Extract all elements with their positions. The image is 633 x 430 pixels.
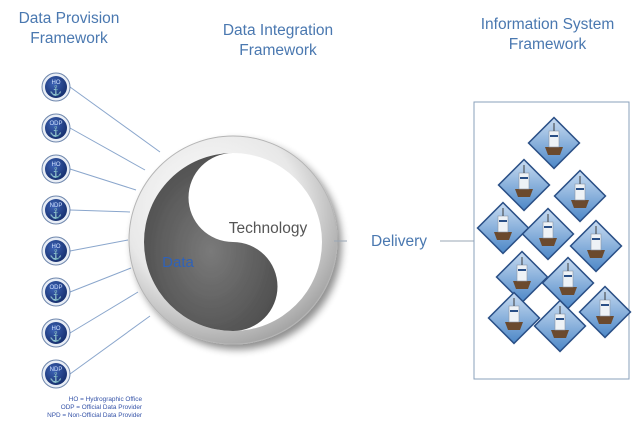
ship-icon bbox=[487, 291, 541, 345]
ship-icon bbox=[521, 207, 575, 261]
legend-item: NPD = Non-Official Data Provider bbox=[47, 412, 142, 420]
connector-line bbox=[69, 209, 131, 213]
provider-code-label: HO bbox=[52, 326, 61, 332]
anchor-icon: ⚓ bbox=[50, 248, 62, 261]
connector-lines bbox=[69, 86, 161, 375]
ship-icon bbox=[495, 250, 549, 304]
provider-node-odp: ODP⚓ bbox=[41, 113, 71, 143]
delivery-label: Delivery bbox=[371, 233, 427, 250]
connector-line bbox=[69, 315, 151, 375]
yin-yang-sphere bbox=[128, 135, 338, 345]
provider-code-label: NDP bbox=[50, 367, 63, 373]
ship-icon bbox=[569, 219, 623, 273]
information-system-heading: Information System Framework bbox=[462, 15, 633, 55]
legend-item: HO = Hydrographic Office bbox=[68, 396, 142, 403]
heading-line: Framework bbox=[30, 30, 108, 47]
data-integration-heading: Data Integration Framework bbox=[198, 21, 358, 61]
connector-line bbox=[69, 168, 137, 191]
data-half bbox=[144, 153, 278, 331]
ship-icon bbox=[527, 116, 581, 170]
anchor-icon: ⚓ bbox=[50, 330, 62, 343]
legend: HO = Hydrographic Office ODP = Official … bbox=[2, 396, 142, 421]
provider-node-ho: HO⚓ bbox=[41, 72, 71, 102]
connector-line bbox=[69, 239, 129, 252]
provider-code-label: HO bbox=[52, 80, 61, 86]
provider-node-ho: HO⚓ bbox=[41, 236, 71, 266]
ship-tiles bbox=[476, 116, 632, 353]
provider-node-ndp: NDP⚓ bbox=[41, 359, 71, 389]
ship-icon bbox=[533, 299, 587, 353]
anchor-icon: ⚓ bbox=[50, 125, 62, 138]
connector-line bbox=[69, 267, 132, 293]
heading-line: Framework bbox=[508, 36, 587, 53]
provider-code-label: NDP bbox=[50, 203, 63, 209]
provider-code-label: HO bbox=[52, 244, 61, 250]
ship-icon bbox=[541, 256, 595, 310]
connector-line bbox=[69, 86, 161, 153]
anchor-icon: ⚓ bbox=[50, 84, 62, 97]
provider-node-ho: HO⚓ bbox=[41, 318, 71, 348]
provider-code-label: ODP bbox=[49, 121, 62, 127]
ship-icon bbox=[497, 158, 551, 212]
ship-icon bbox=[578, 285, 632, 339]
legend-item: ODP = Official Data Provider bbox=[60, 404, 142, 412]
ship-icon bbox=[553, 169, 607, 223]
provider-code-label: ODP bbox=[49, 285, 62, 291]
heading-line: Data Integration bbox=[222, 22, 334, 39]
provider-node-ndp: NDP⚓ bbox=[41, 195, 71, 225]
anchor-icon: ⚓ bbox=[50, 207, 62, 220]
provider-code-label: HO bbox=[52, 162, 61, 168]
provider-node-odp: ODP⚓ bbox=[41, 277, 71, 307]
heading-line: Framework bbox=[239, 42, 317, 59]
heading-line: Data Provision bbox=[18, 10, 120, 27]
data-provision-heading: Data Provision Framework bbox=[0, 9, 138, 49]
provider-node-ho: HO⚓ bbox=[41, 154, 71, 184]
data-label: Data bbox=[162, 254, 194, 271]
technology-label: Technology bbox=[229, 220, 308, 237]
connector-line bbox=[69, 127, 146, 171]
heading-line: Information System bbox=[480, 16, 615, 33]
provider-nodes: HO⚓ODP⚓HO⚓NDP⚓HO⚓ODP⚓HO⚓NDP⚓ bbox=[41, 72, 71, 389]
anchor-icon: ⚓ bbox=[50, 166, 62, 179]
ship-icon bbox=[476, 201, 530, 255]
anchor-icon: ⚓ bbox=[50, 289, 62, 302]
anchor-icon: ⚓ bbox=[50, 371, 62, 384]
connector-line bbox=[69, 291, 139, 334]
